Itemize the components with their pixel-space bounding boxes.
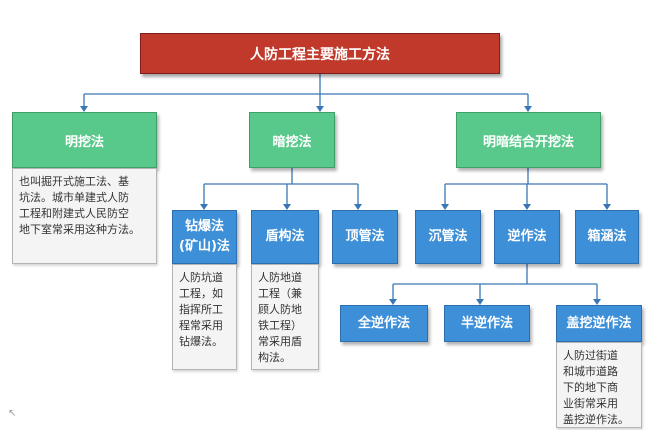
root-node: 人防工程主要施工方法 xyxy=(140,33,500,74)
node-immersed-tube: 沉管法 xyxy=(415,210,481,264)
arrowhead xyxy=(316,106,324,112)
arrowhead xyxy=(603,204,611,210)
arrowhead xyxy=(283,204,291,210)
cover-top-down-description: 人防过街道 和城市道路 下的地下商 业街常采用 盖挖逆作法。 xyxy=(556,342,642,428)
open-cut-description: 也叫掘开式施工法、基 坑法。城市单建式人防 工程和附建式人民防空 地下室常采用这… xyxy=(12,168,157,264)
dark-connector xyxy=(203,168,359,204)
node-top-down: 逆作法 xyxy=(494,210,560,264)
cursor-arrow-icon: ↖ xyxy=(8,408,17,419)
arrowhead xyxy=(523,204,531,210)
node-full-top-down: 全逆作法 xyxy=(340,305,428,342)
arrowhead xyxy=(80,106,88,112)
arrowhead xyxy=(200,204,208,210)
node-open-cut: 明挖法 xyxy=(12,112,157,168)
drill-blast-description: 人防坑道 工程，如 指挥所工 程常采用 钻爆法。 xyxy=(172,264,237,370)
combined-connector xyxy=(444,168,608,204)
node-undercut: 暗挖法 xyxy=(249,112,335,168)
reverse-connector xyxy=(392,264,598,299)
arrowhead xyxy=(389,299,397,305)
node-cover-top-down: 盖挖逆作法 xyxy=(556,305,642,342)
arrowhead xyxy=(354,204,362,210)
shield-description: 人防地道 工程（兼 顾人防地 铁工程） 常采用盾 构法。 xyxy=(251,264,319,370)
node-pipe-jacking: 顶管法 xyxy=(332,210,398,264)
arrowhead xyxy=(441,204,449,210)
arrowhead xyxy=(524,106,532,112)
arrowhead xyxy=(593,299,601,305)
node-box-culvert: 箱涵法 xyxy=(575,210,639,264)
node-combined: 明暗结合开挖法 xyxy=(456,112,601,168)
root-connector xyxy=(83,74,529,106)
arrowhead xyxy=(476,299,484,305)
node-drill-blast: 钻爆法 (矿山)法 xyxy=(172,210,237,264)
node-shield: 盾构法 xyxy=(251,210,319,264)
node-semi-top-down: 半逆作法 xyxy=(444,305,530,342)
